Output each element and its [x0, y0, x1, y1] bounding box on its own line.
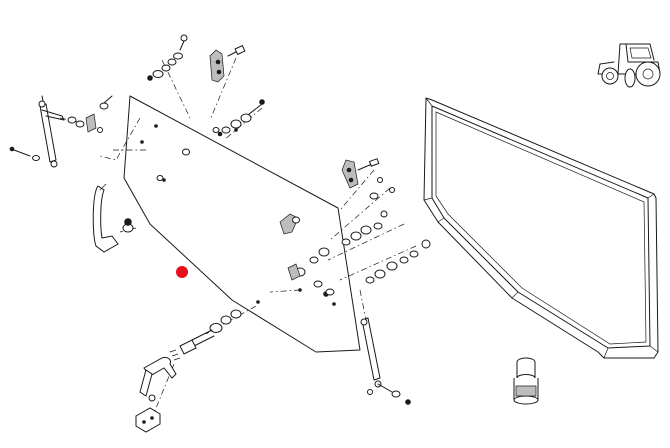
right-upper-hinge [341, 158, 395, 200]
red-marker-dot [176, 266, 188, 278]
door-glass-panel [123, 95, 361, 353]
center-bolt-stack [217, 99, 265, 137]
right-hardware-stack [279, 210, 431, 297]
left-gas-strut [9, 95, 113, 168]
tractor-icon [597, 43, 661, 88]
lower-handle-assembly [135, 309, 242, 433]
upper-hinge [147, 34, 246, 83]
right-gas-strut [360, 317, 411, 405]
door-seal [423, 97, 659, 359]
left-grab-handle [92, 183, 134, 253]
seal-adhesive-tube [513, 357, 539, 405]
